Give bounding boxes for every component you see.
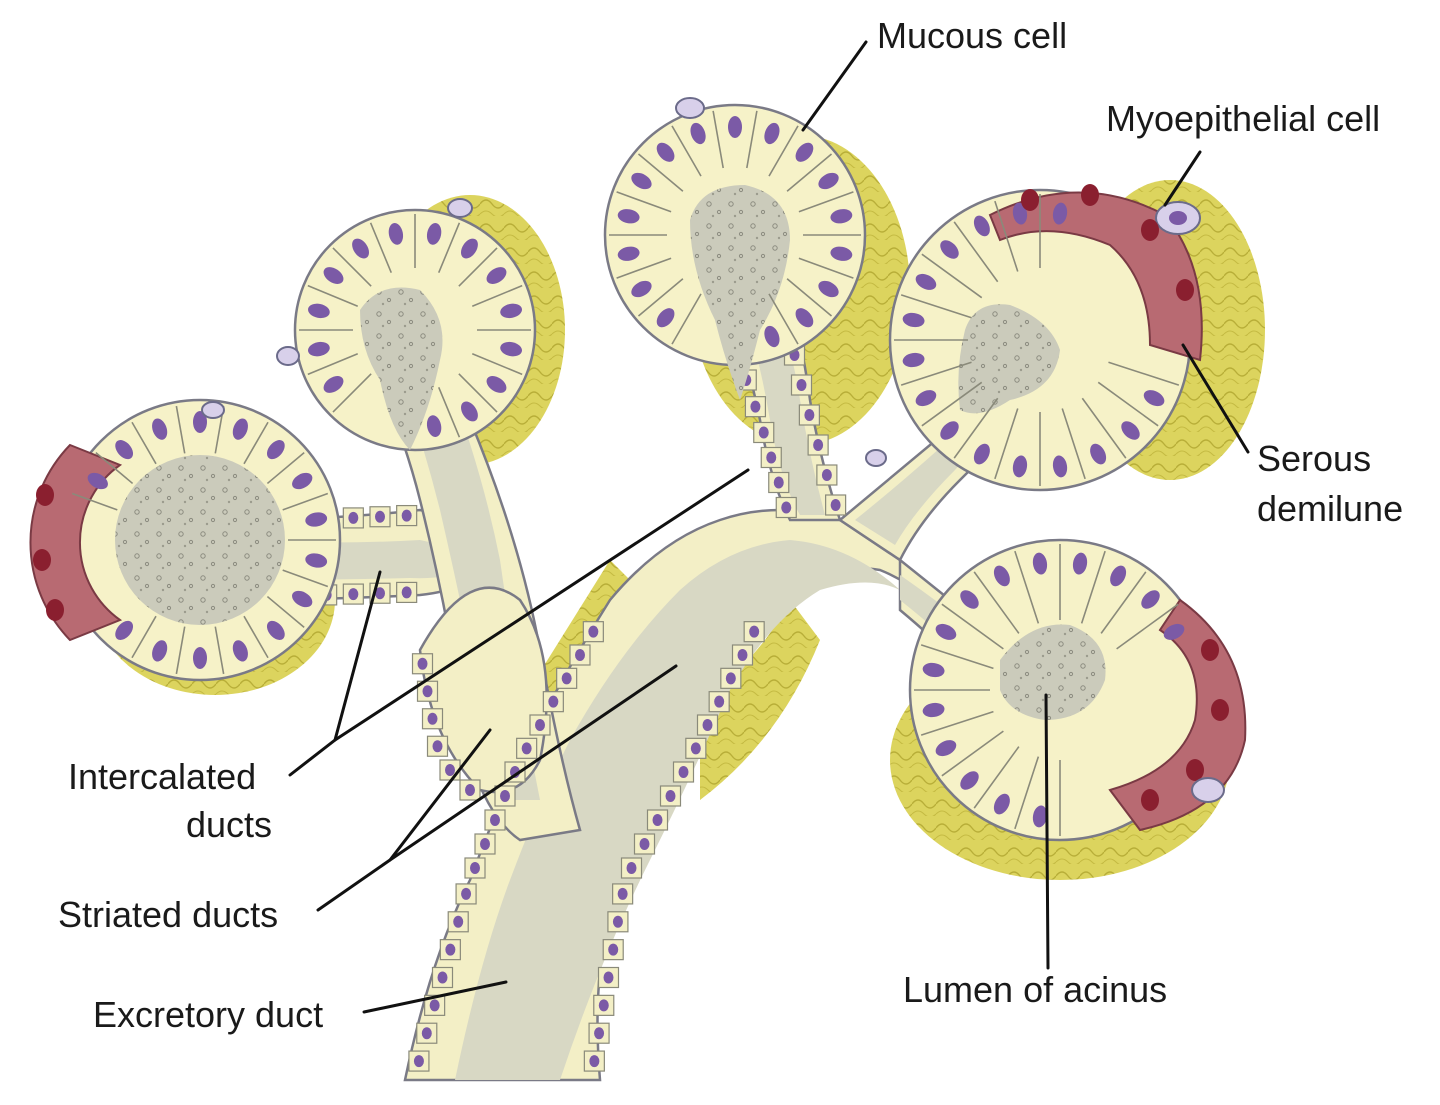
acinus-lumen-left [115,455,285,625]
label-serous-demilune-line2: demilune [1257,488,1403,529]
label-striated-ducts: Striated ducts [58,894,278,935]
label-lumen-of-acinus: Lumen of acinus [903,969,1167,1010]
label-myoepithelial-cell: Myoepithelial cell [1106,98,1380,139]
label-intercalated-ducts-line1: Intercalated [68,756,256,797]
label-serous-demilune-line1: Serous [1257,438,1371,479]
label-intercalated-ducts-line2: ducts [186,804,272,845]
leader-lumen-of-acinus [1046,695,1048,968]
label-excretory-duct: Excretory duct [93,994,323,1035]
leader-mucous-cell [803,42,866,130]
label-mucous-cell: Mucous cell [877,15,1067,56]
